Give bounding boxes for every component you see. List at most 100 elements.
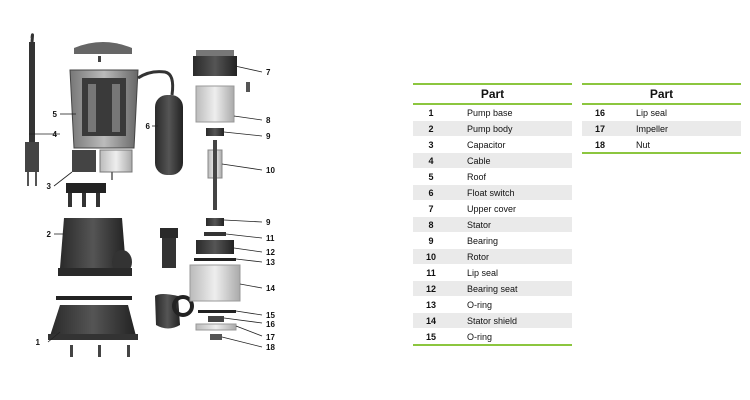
upper-cover-part (193, 50, 250, 92)
pump-body-part (58, 218, 132, 276)
part-name: Capacitor (449, 136, 572, 153)
rotor-part (207, 140, 223, 210)
impeller-plate-part (195, 323, 237, 331)
part-number: 18 (582, 136, 618, 154)
part-number: 2 (413, 120, 449, 137)
callout-10: 10 (266, 166, 275, 175)
part-number: 8 (413, 216, 449, 233)
callout-4: 4 (53, 130, 58, 139)
part-number: 3 (413, 136, 449, 153)
table-header: Part (413, 83, 572, 105)
part-name: Nut (618, 136, 741, 154)
leader-lines (29, 65, 263, 348)
part-number: 1 (413, 104, 449, 121)
callout-2: 2 (47, 230, 52, 239)
part-number: 10 (413, 248, 449, 265)
part-number: 5 (413, 168, 449, 185)
part-name: Float switch (449, 184, 572, 201)
callout-9-upper: 9 (266, 132, 271, 141)
terminal-block (66, 183, 106, 207)
capacitor-part (72, 149, 133, 180)
callout-1: 1 (36, 338, 41, 347)
callout-3: 3 (47, 182, 52, 191)
part-name: Cable (449, 152, 572, 169)
callout-11: 11 (266, 234, 275, 243)
part-number: 16 (582, 104, 618, 121)
part-name: O-ring (449, 296, 572, 313)
callout-12: 12 (266, 248, 275, 257)
bearing-upper-part (206, 128, 224, 136)
part-name: Lip seal (449, 264, 572, 281)
lip-seal-lower-part (208, 316, 224, 322)
cable-part (25, 33, 39, 186)
callout-8: 8 (266, 116, 271, 125)
o-ring-lower-part (198, 310, 236, 313)
callout-9-lower: 9 (266, 218, 271, 227)
part-number: 15 (413, 328, 449, 346)
callout-13: 13 (266, 258, 275, 267)
gasket-part (56, 296, 132, 300)
part-name: Stator (449, 216, 572, 233)
part-name: Impeller (618, 120, 741, 137)
stator-part (195, 85, 235, 123)
part-number: 4 (413, 152, 449, 169)
table-header: Part (582, 83, 741, 105)
callout-14: 14 (266, 284, 275, 293)
seal-housing-part (160, 228, 178, 268)
bearing-lower-part (206, 218, 224, 226)
part-number: 9 (413, 232, 449, 249)
callout-15: 15 (266, 311, 275, 320)
o-ring-upper-part (194, 258, 236, 261)
part-name: Roof (449, 168, 572, 185)
part-number: 12 (413, 280, 449, 297)
part-name: Bearing (449, 232, 572, 249)
callout-7: 7 (266, 68, 271, 77)
callout-18: 18 (266, 343, 275, 352)
part-name: Rotor (449, 248, 572, 265)
part-name: Pump base (449, 104, 572, 121)
part-name: Upper cover (449, 200, 572, 217)
pump-base-part (48, 305, 138, 357)
float-switch-part (155, 95, 183, 175)
stator-shield-part (189, 264, 241, 302)
callout-16: 16 (266, 320, 275, 329)
part-number: 17 (582, 120, 618, 137)
impeller-part (155, 294, 194, 329)
callout-17: 17 (266, 333, 275, 342)
part-number: 14 (413, 312, 449, 329)
callout-6: 6 (146, 122, 151, 131)
part-number: 11 (413, 264, 449, 281)
part-name: Stator shield (449, 312, 572, 329)
part-name: Lip seal (618, 104, 741, 121)
bearing-seat-part (196, 240, 234, 254)
callout-5: 5 (53, 110, 58, 119)
part-number: 13 (413, 296, 449, 313)
part-name: Pump body (449, 120, 572, 137)
lip-seal-part (204, 232, 226, 236)
nut-part (210, 334, 222, 340)
roof-part (69, 42, 175, 149)
exploded-view-diagram: 1 2 3 4 5 6 7 8 9 10 9 11 12 13 14 15 16… (25, 33, 275, 357)
part-name: Bearing seat (449, 280, 572, 297)
part-name: O-ring (449, 328, 572, 346)
